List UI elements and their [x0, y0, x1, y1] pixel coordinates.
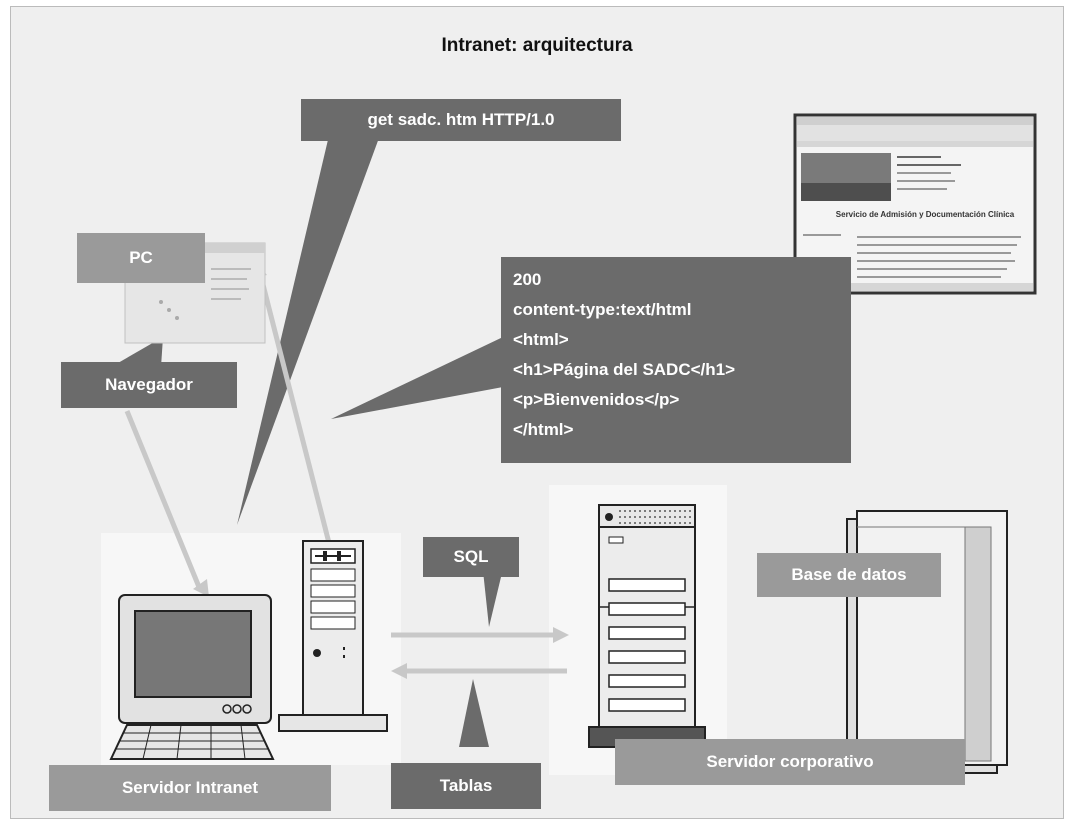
navegador-callout: [111, 337, 163, 367]
arrow-to-browser: [256, 268, 332, 544]
servidor-intranet-label: Servidor Intranet: [49, 765, 331, 811]
arrow-tablas-head: [391, 663, 407, 679]
tablas-label: Tablas: [391, 763, 541, 809]
database-book-icon: [846, 510, 1008, 774]
response-line: <p>Bienvenidos</p>: [513, 390, 680, 409]
monitor-icon: [118, 594, 272, 724]
tablas-callout: [459, 679, 489, 747]
intranet-tower-icon: [278, 540, 388, 732]
response-line: 200: [513, 270, 542, 289]
response-line: <html>: [513, 330, 569, 349]
diagram-graphics: [101, 113, 1037, 775]
response-callout: [331, 337, 503, 419]
navegador-label: Navegador: [61, 362, 237, 408]
request-label: get sadc. htm HTTP/1.0: [301, 99, 621, 141]
browser-page-title: Servicio de Admisión y Documentación Clí…: [835, 210, 1015, 219]
arrow-to-client: [124, 410, 202, 588]
pc-label: PC: [77, 233, 205, 283]
arrow-to-client-head: [193, 579, 209, 597]
response-line: content-type:text/html: [513, 300, 692, 319]
sql-label: SQL: [423, 537, 519, 577]
corporate-server-icon: [588, 504, 706, 748]
http-response-box: 200 content-type:text/html <html> <h1>Pá…: [501, 257, 851, 463]
diagram-title: Intranet: arquitectura: [441, 35, 633, 56]
keyboard-icon: [109, 724, 275, 760]
response-line: <h1>Página del SADC</h1>: [513, 360, 736, 379]
diagram-canvas: Intranet: arquitectura get sadc. htm HTT…: [10, 6, 1064, 819]
base-datos-label: Base de datos: [757, 553, 941, 597]
request-callout: [237, 127, 383, 525]
arrow-sql-head: [553, 627, 569, 643]
response-line: </html>: [513, 420, 574, 439]
servidor-corporativo-label: Servidor corporativo: [615, 739, 965, 785]
